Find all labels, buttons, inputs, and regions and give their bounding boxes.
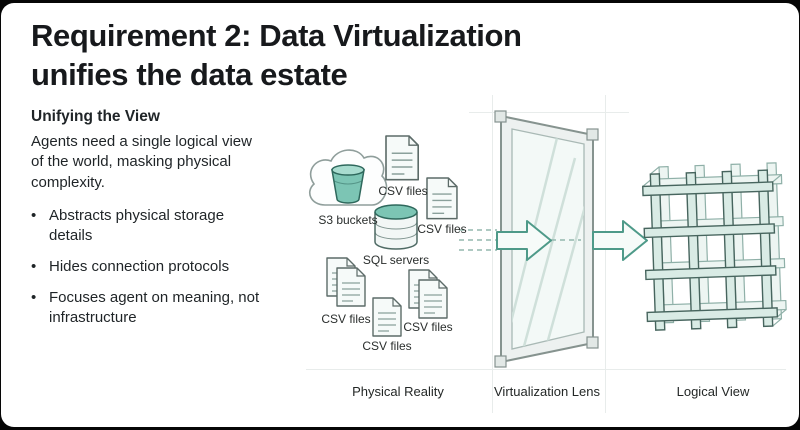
cloud-s3-bucket-icon	[309, 149, 388, 206]
csv-file-icon-top	[385, 135, 420, 181]
csv-file-icon-bottom-center	[372, 297, 402, 337]
bullet-text: Focuses agent on meaning, not infrastruc…	[49, 288, 260, 326]
left-text-panel: Unifying the View Agents need a single l…	[31, 108, 276, 338]
guide-line-horizontal-top	[469, 112, 629, 113]
slide-title-line-1: Requirement 2: Data Virtualization	[31, 18, 522, 53]
slide: Requirement 2: Data Virtualization unifi…	[1, 3, 799, 427]
slide-title: Requirement 2: Data Virtualization unifi…	[31, 16, 522, 95]
csv-file-stack-bottom-left-icon	[326, 257, 366, 307]
logical-view-grid-icon	[641, 162, 788, 332]
caption-logical-view: Logical View	[676, 384, 750, 399]
csv-file-icon-right	[426, 177, 458, 220]
csv-file-stack-bottom-right-icon	[408, 269, 448, 319]
guide-line-vertical-right	[605, 95, 606, 413]
label-csv-files-bottom-center: CSV files	[362, 339, 412, 353]
label-csv-files-bottom-right: CSV files	[403, 320, 453, 334]
bullet-list: • Abstracts physical storage details • H…	[31, 206, 276, 328]
caption-physical-reality: Physical Reality	[352, 384, 444, 399]
label-s3-buckets: S3 buckets	[318, 213, 378, 227]
label-csv-files-top: CSV files	[378, 184, 428, 198]
data-virtualization-diagram	[309, 110, 788, 368]
flow-arrow-right-icon	[592, 220, 648, 261]
label-csv-files-bottom-left: CSV files	[321, 312, 371, 326]
panel-body: Agents need a single logical view of the…	[31, 133, 252, 191]
bullet-marker: •	[31, 288, 37, 306]
caption-virtualization-lens: Virtualization Lens	[494, 384, 600, 399]
label-csv-files-right: CSV files	[417, 222, 467, 236]
slide-title-line-2: unifies the data estate	[31, 57, 348, 93]
bullet-marker: •	[31, 206, 37, 224]
bullet-item: • Abstracts physical storage details	[31, 206, 261, 246]
bullet-marker: •	[31, 257, 37, 275]
flow-arrow-left-icon	[496, 220, 552, 261]
label-sql-servers: SQL servers	[362, 253, 430, 267]
panel-heading: Unifying the View	[31, 108, 160, 125]
bullet-item: • Focuses agent on meaning, not infrastr…	[31, 288, 261, 328]
bullet-text: Hides connection protocols	[49, 257, 230, 275]
guide-line-vertical-left	[492, 95, 493, 413]
bullet-text: Abstracts physical storage details	[49, 206, 225, 244]
guide-line-horizontal-bottom	[306, 369, 786, 370]
bullet-item: • Hides connection protocols	[31, 257, 261, 277]
database-icon	[374, 204, 418, 250]
dashed-flow-lines-icon	[459, 229, 497, 251]
